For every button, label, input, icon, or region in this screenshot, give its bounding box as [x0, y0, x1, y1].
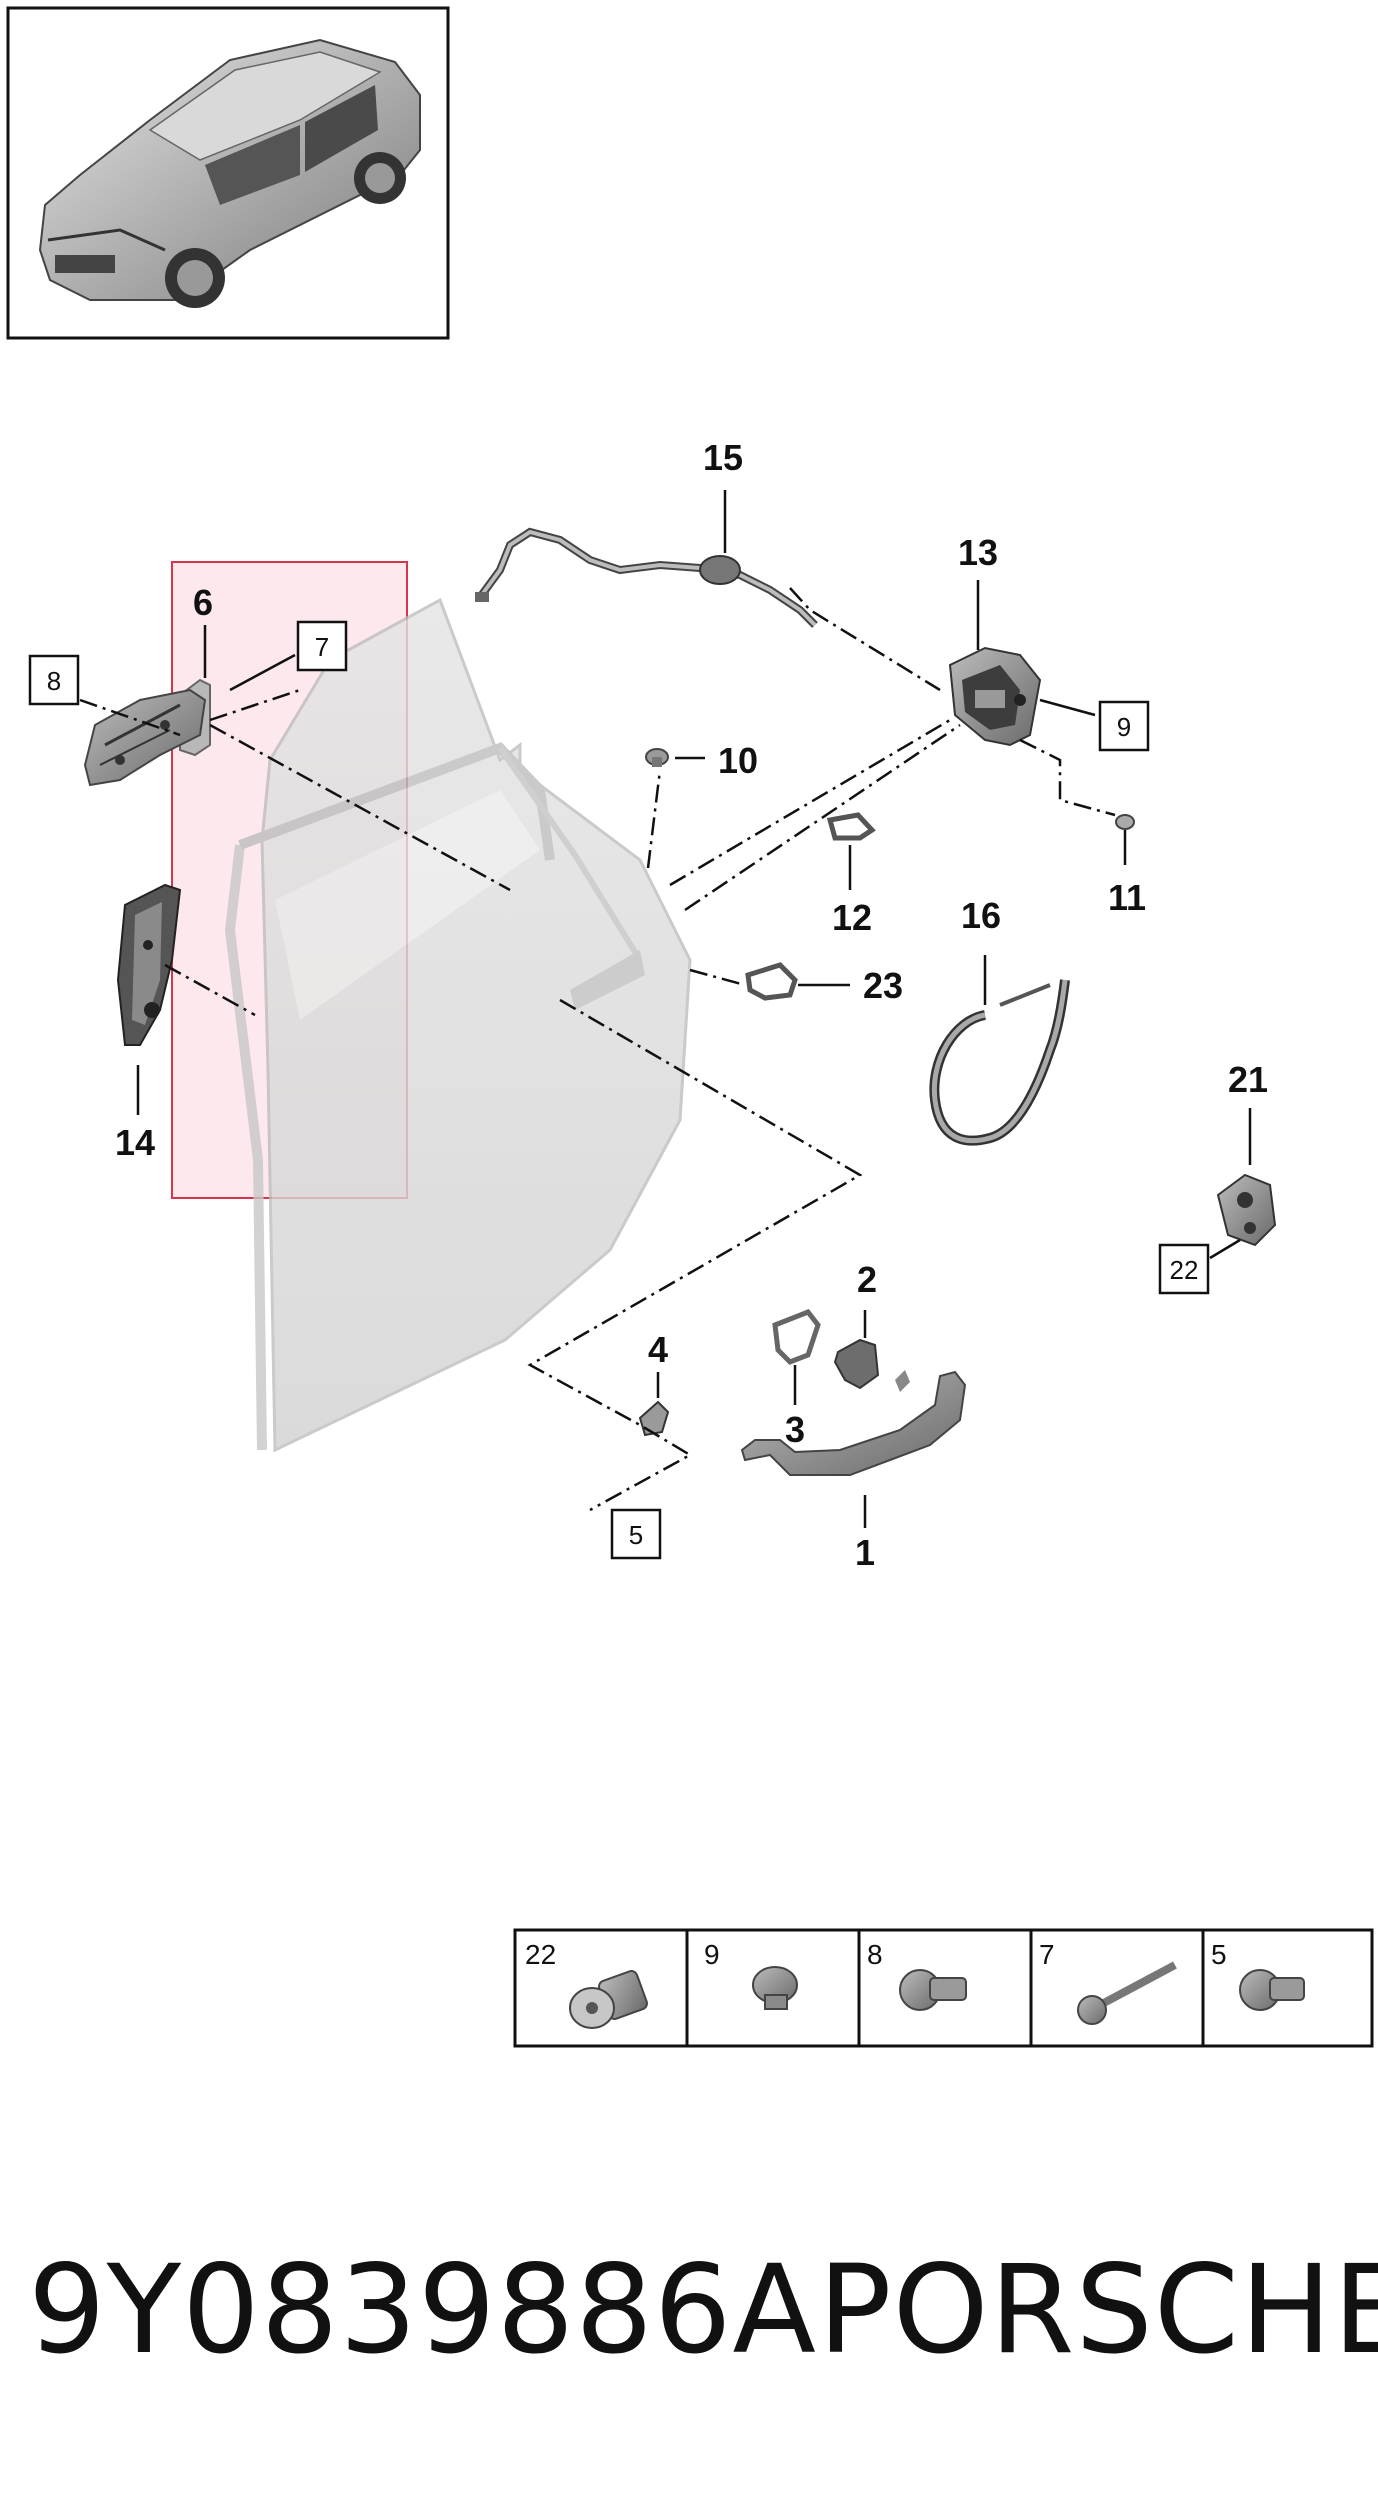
- svg-text:5: 5: [629, 1520, 643, 1550]
- part-13-door-lock: [948, 646, 1042, 747]
- boxed-callout-7: 7: [296, 620, 348, 672]
- svg-text:9: 9: [1117, 712, 1131, 742]
- callout-10: 10: [718, 740, 758, 781]
- svg-text:8: 8: [47, 666, 61, 696]
- svg-text:22: 22: [1170, 1255, 1199, 1285]
- fastener-cell-9: 9: [704, 1939, 798, 2010]
- callout-12: 12: [832, 897, 872, 938]
- fastener-cell-7: 7: [1039, 1939, 1177, 2025]
- part-16-cable: [929, 979, 1070, 1146]
- svg-text:8: 8: [867, 1939, 883, 1970]
- part-12-seal: [826, 812, 876, 841]
- long-bolt-icon: [1077, 1961, 1177, 2025]
- torx-screw-icon: [899, 1969, 967, 2011]
- boxed-callout-5: 5: [610, 1508, 662, 1560]
- callout-3: 3: [785, 1409, 805, 1450]
- rear-door: [224, 597, 692, 1453]
- nut-icon: [752, 1966, 798, 2010]
- callout-1: 1: [855, 1532, 875, 1573]
- bolt-icon: [569, 1970, 648, 2029]
- part-15-cable: [474, 527, 818, 628]
- callout-14: 14: [115, 1122, 155, 1163]
- boxed-callout-22: 22: [1158, 1243, 1210, 1295]
- vehicle-thumbnail: [6, 6, 450, 340]
- boxed-callout-8: 8: [28, 654, 80, 706]
- callouts: 15 13 6 10 11 12 23 16 21 14 2 4 3 1: [115, 437, 1268, 1573]
- part-14-panel: [116, 883, 182, 1046]
- part-11-cap: [1115, 814, 1135, 830]
- brand-name: PORSCHE: [818, 2239, 1378, 2381]
- svg-text:22: 22: [525, 1939, 556, 1970]
- callout-6: 6: [193, 582, 213, 623]
- boxed-callouts: 7 8 9 22 5: [28, 620, 1210, 1560]
- callout-13: 13: [958, 532, 998, 573]
- svg-text:7: 7: [1039, 1939, 1055, 1970]
- boxed-callout-9: 9: [1098, 700, 1150, 752]
- connection-lines: [79, 587, 1116, 1512]
- part-2-cap: [833, 1338, 880, 1390]
- part-21-striker: [1216, 1173, 1277, 1247]
- part-1-handle: [740, 1370, 967, 1476]
- part-number: 9Y0839886A: [28, 2239, 817, 2381]
- callout-4: 4: [648, 1329, 668, 1370]
- callout-2: 2: [857, 1259, 877, 1300]
- part-23-seal: [745, 962, 798, 1001]
- callout-16: 16: [961, 895, 1001, 936]
- fastener-cell-5: 5: [1211, 1939, 1305, 2011]
- callout-23: 23: [863, 965, 903, 1006]
- fastener-cell-8: 8: [867, 1939, 967, 2011]
- svg-text:9: 9: [704, 1939, 720, 1970]
- callout-15: 15: [703, 437, 743, 478]
- leader-lines: [136, 490, 1252, 1528]
- part-3-gasket: [772, 1308, 821, 1365]
- torx-screw-icon: [1239, 1969, 1305, 2011]
- part-4-clip: [638, 1400, 670, 1437]
- fastener-cell-22: 22: [525, 1939, 648, 2029]
- svg-text:7: 7: [315, 632, 329, 662]
- callout-11: 11: [1108, 877, 1146, 918]
- callout-21: 21: [1228, 1059, 1268, 1100]
- fastener-table: 22 9 8 7: [513, 1928, 1374, 2048]
- car-icon: [38, 38, 421, 308]
- part-10-plug: [645, 748, 669, 767]
- svg-text:5: 5: [1211, 1939, 1227, 1970]
